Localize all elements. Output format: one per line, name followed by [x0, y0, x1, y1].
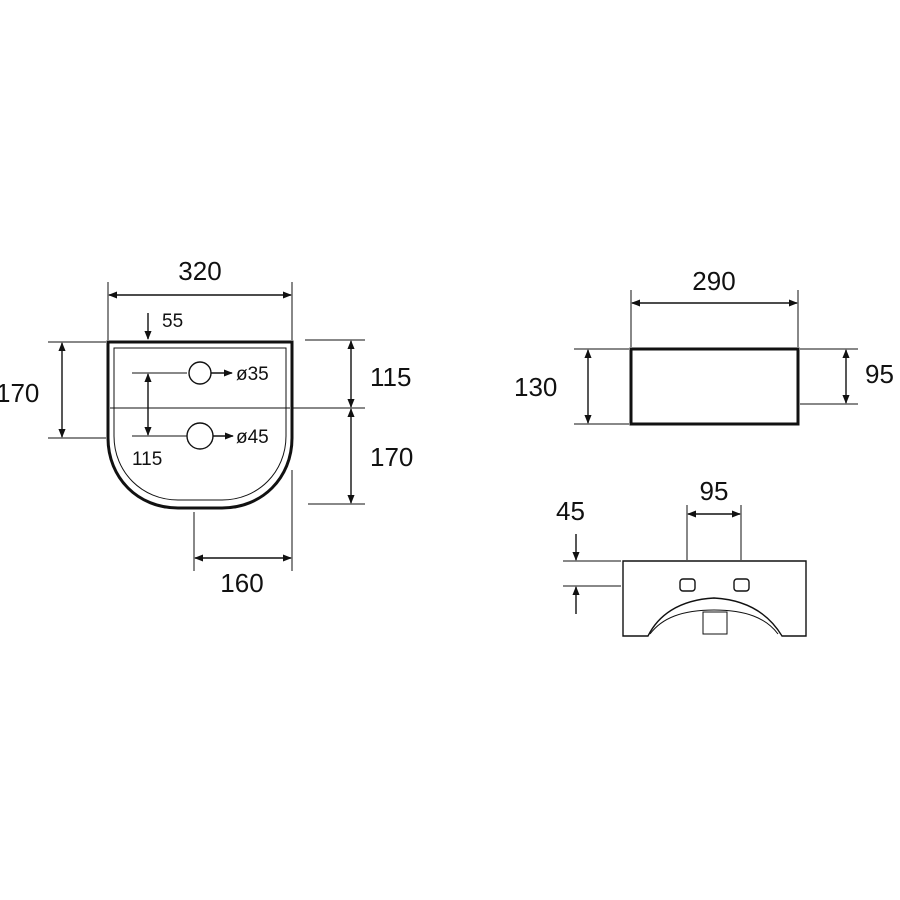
hole-large — [186, 422, 214, 450]
height-170-left-label: 170 — [0, 378, 39, 408]
spacing-95-label: 95 — [700, 476, 729, 506]
side-view-body — [629, 347, 800, 426]
depth-115-label: 115 — [370, 362, 411, 392]
basin-outline — [106, 340, 294, 510]
front-view: 95 45 — [556, 476, 807, 637]
hole-small — [188, 361, 212, 385]
height-130-label: 130 — [514, 372, 557, 402]
hole-spacing-label: 115 — [132, 449, 162, 470]
depth-170-label: 170 — [370, 442, 413, 472]
offset-55-label: 55 — [162, 311, 183, 332]
tap-hole-left — [679, 578, 696, 592]
hole-small-label: ø35 — [236, 364, 269, 385]
side-view: 290 130 95 — [514, 266, 894, 426]
inner-height-95-label: 95 — [865, 359, 894, 389]
width-290-label: 290 — [692, 266, 735, 296]
height-45-label: 45 — [556, 496, 585, 526]
half-width-160-label: 160 — [220, 568, 263, 598]
basin-inner-outline — [113, 347, 287, 501]
drain — [702, 611, 728, 635]
front-view-body — [622, 560, 807, 637]
width-320-label: 320 — [178, 256, 221, 286]
tap-hole-right — [733, 578, 750, 592]
hole-large-label: ø45 — [236, 427, 269, 448]
top-view: ø35 ø45 115 320 55 170 115 170 — [0, 256, 413, 598]
